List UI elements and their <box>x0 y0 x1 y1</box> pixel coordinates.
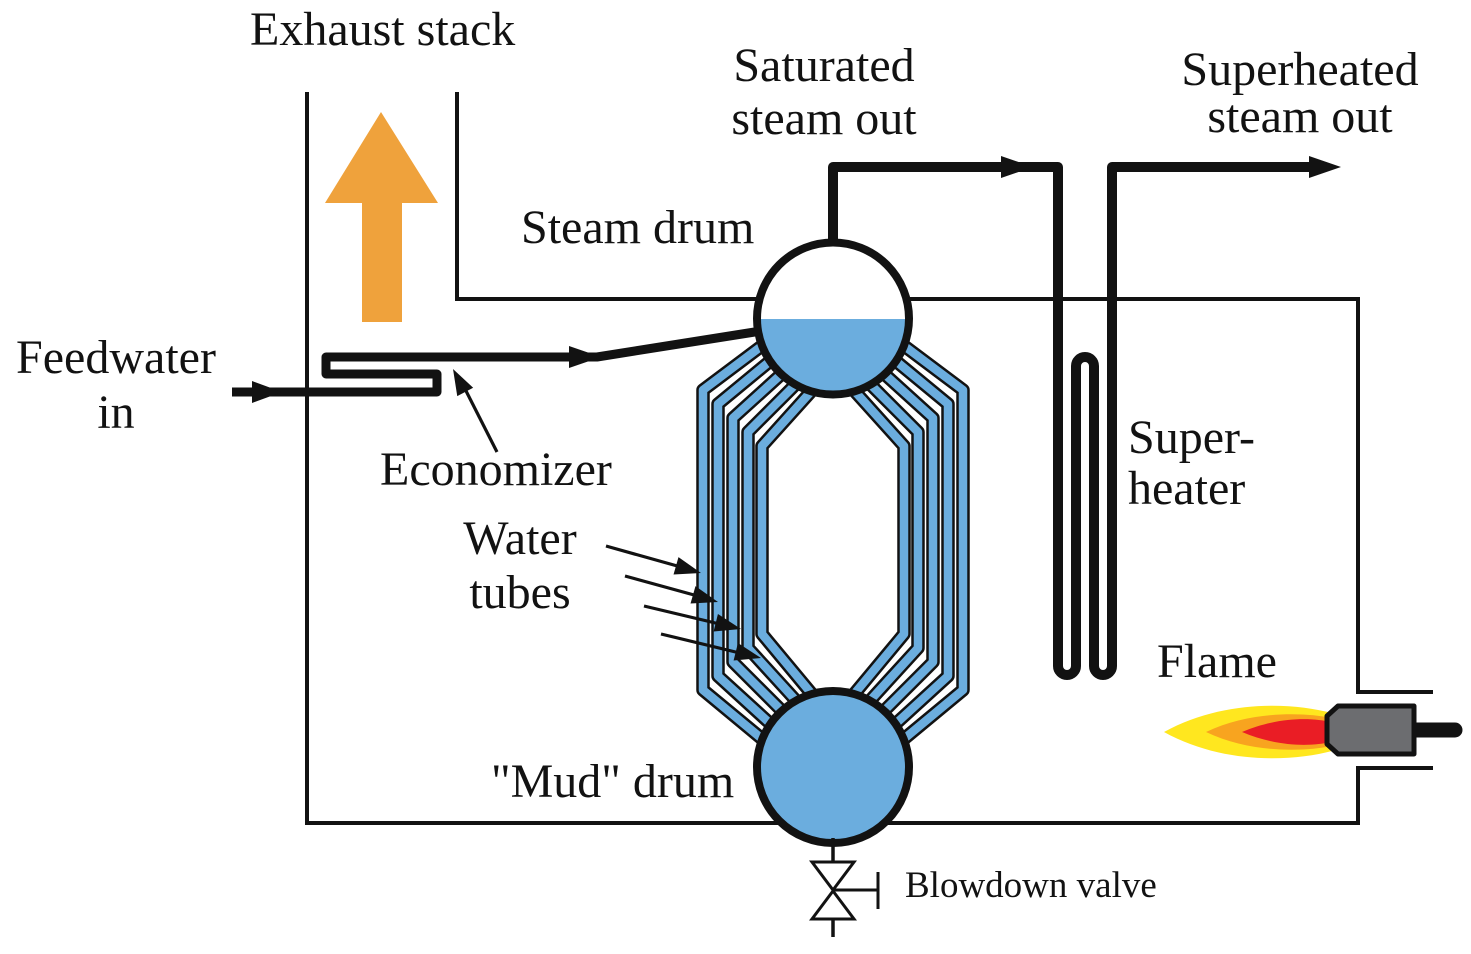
flow-arrowheads <box>252 156 1341 403</box>
blowdown-valve-assembly <box>809 838 880 937</box>
mud-drum-label: "Mud" drum <box>491 755 735 808</box>
economizer-label: Economizer <box>380 443 612 496</box>
flame-inner <box>1242 719 1331 745</box>
superheated-steam-out-label-line2: steam out <box>1207 90 1393 143</box>
steam-outlet-superheater-pipe <box>828 162 1312 680</box>
furnace-bottom-left-wall <box>305 92 1433 825</box>
superheater-label: Super- heater <box>1128 412 1255 514</box>
exhaust-stack-right-wall <box>455 92 770 301</box>
saturated-steam-out-label-line2: steam out <box>731 92 917 145</box>
enclosure-walls <box>305 92 1433 825</box>
exhaust-stack-label: Exhaust stack <box>250 3 516 56</box>
steam-drum <box>753 238 913 399</box>
flame-icon <box>1164 705 1332 759</box>
burner-body <box>1324 703 1417 757</box>
water-tubes-pointer-arrow-icon <box>624 574 718 604</box>
saturated-steam-out-label: Saturated steam out <box>712 39 936 145</box>
water-tubes-pointer-arrow-icon <box>605 544 701 575</box>
saturated-steam-out-label-line1: Saturated <box>733 39 915 92</box>
label-pointers <box>453 369 761 661</box>
blowdown-valve-icon <box>809 888 857 921</box>
water-tube <box>755 379 911 706</box>
mud-drum <box>753 687 913 847</box>
superheated-steam-arrow-icon <box>1309 156 1341 178</box>
feedwater-in-label: Feedwater in <box>4 330 228 440</box>
superheated-steam-out-label-line1: Superheated <box>1181 43 1419 96</box>
superheater-label-line1: Super- <box>1128 411 1256 464</box>
feedwater-in-arrow-icon <box>252 381 282 403</box>
saturated-steam-arrow-icon <box>1001 156 1033 178</box>
exhaust-flow-arrow-icon <box>325 112 438 322</box>
feedwater-in-label-line1: Feedwater <box>16 331 216 384</box>
flame-label: Flame <box>1157 635 1277 688</box>
mud-drum-body <box>753 687 913 847</box>
blowdown-valve-icon <box>809 860 857 893</box>
steam-drum-water-fill <box>760 319 906 392</box>
burner <box>1324 703 1463 757</box>
water-tubes-label-line1: Water <box>463 512 577 565</box>
water-tubes-outline <box>696 335 970 750</box>
water-tubes-label-line2: tubes <box>469 566 571 619</box>
superheated-steam-out-label: Superheated steam out <box>1178 43 1422 143</box>
water-tubes-pointer-arrow-icon <box>643 604 741 632</box>
superheater-label-line2: heater <box>1128 462 1246 515</box>
steam-drum-label: Steam drum <box>521 201 755 254</box>
feedwater-economizer-pipe <box>232 326 762 397</box>
water-tubes-pointer-arrow-icon <box>660 632 761 661</box>
economizer-out-arrow-icon <box>569 346 601 368</box>
blowdown-valve-label: Blowdown valve <box>905 865 1157 906</box>
steam-drum-shell <box>753 238 913 399</box>
water-tubes-label: Water tubes <box>440 512 600 620</box>
economizer-pointer-arrow-icon <box>453 369 499 453</box>
furnace-top-right-wall <box>898 297 1433 694</box>
feedwater-in-label-line2: in <box>97 386 135 439</box>
